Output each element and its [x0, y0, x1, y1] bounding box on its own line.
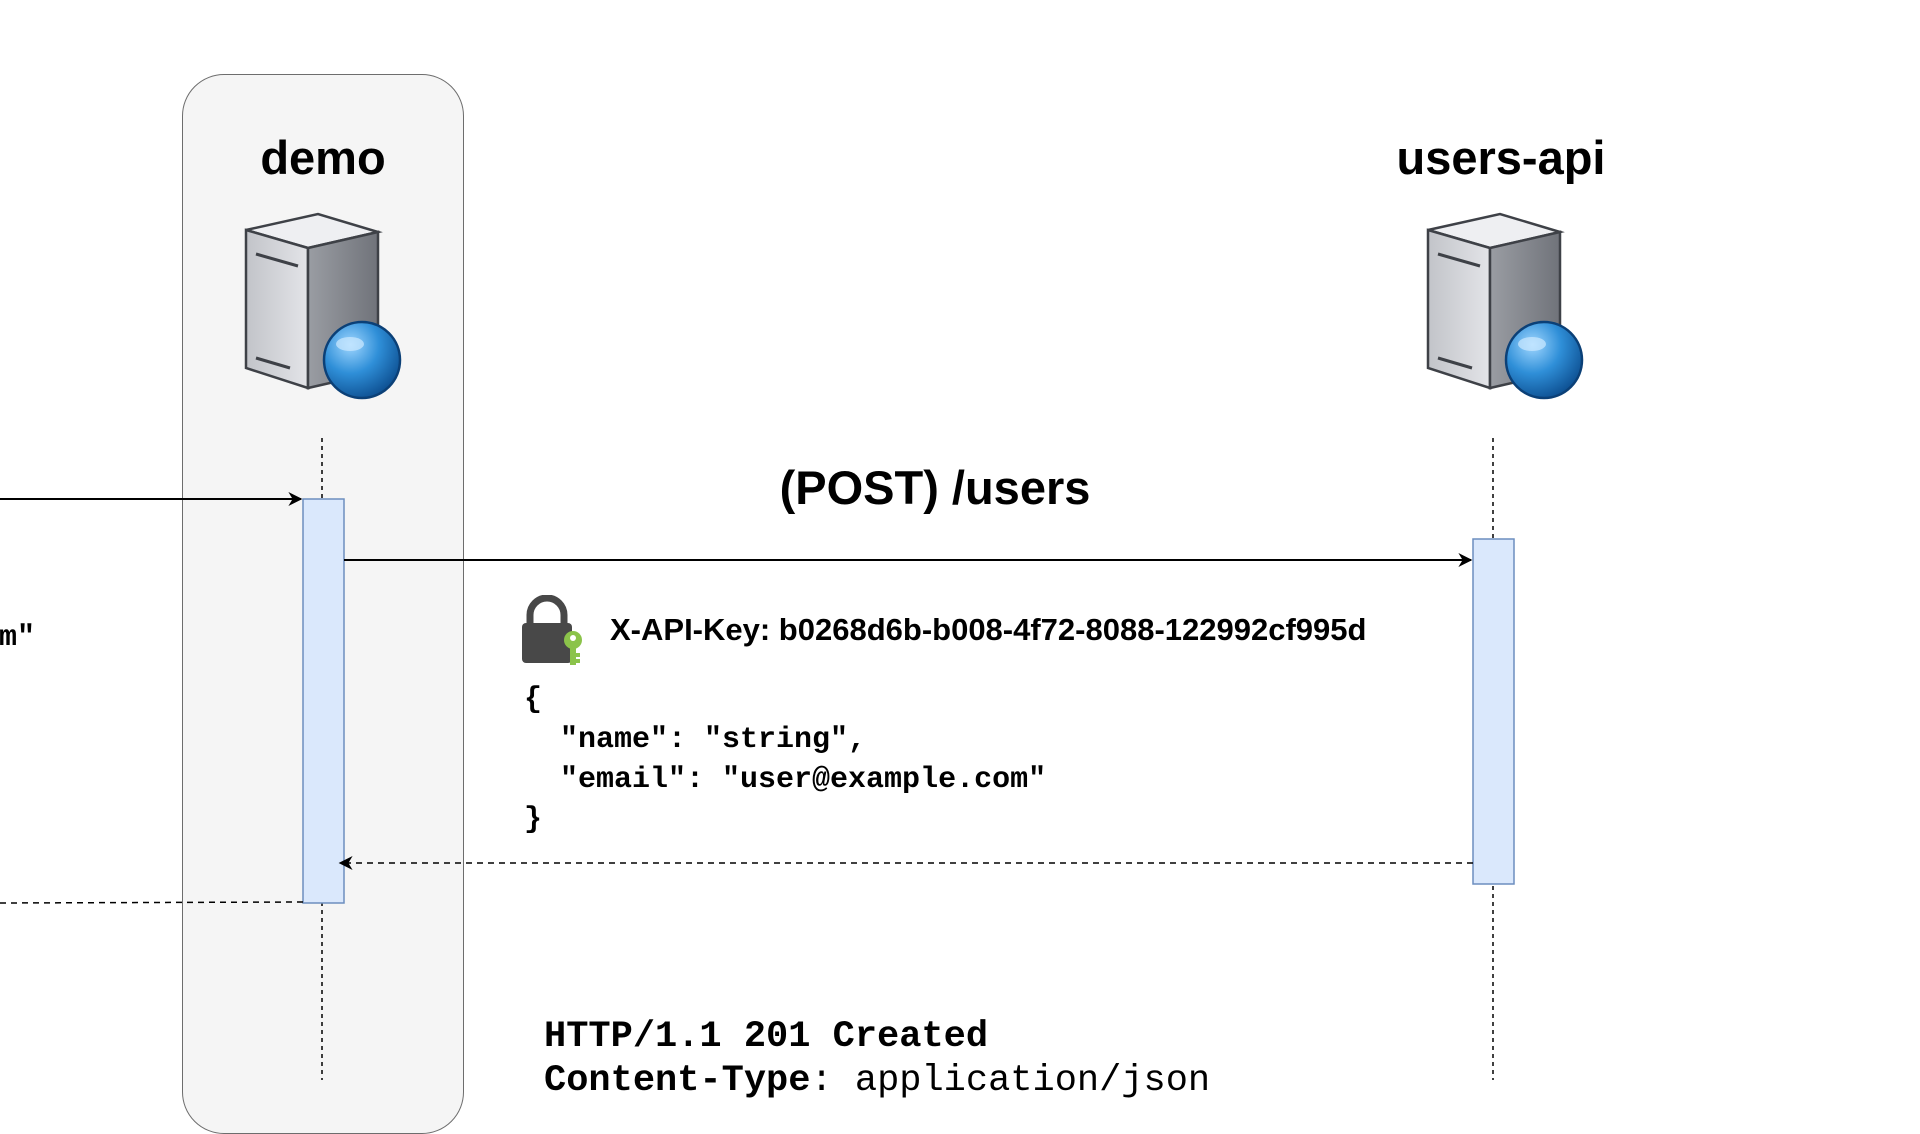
response-block: HTTP/1.1 201 Created Content-Type: appli…	[544, 1015, 1210, 1103]
request-body-line: "email": "user@example.com"	[524, 763, 1047, 797]
outgoing-response-line	[0, 901, 304, 904]
participant-demo-label: demo	[260, 131, 386, 184]
post-users-label: (POST) /users	[779, 461, 1091, 514]
clipped-left-text: m"	[0, 621, 36, 655]
request-body-line: }	[524, 803, 543, 837]
api-key-header: X-API-Key: b0268d6b-b008-4f72-8088-12299…	[610, 612, 1367, 647]
users-api-activation-bar	[1472, 538, 1515, 885]
server-globe-icon	[244, 212, 402, 400]
diagram-lines	[0, 438, 1515, 1080]
sequence-diagram: demo users-api	[0, 74, 1606, 1134]
response-header-value: : application/json	[810, 1060, 1211, 1102]
request-body-line: {	[524, 683, 543, 717]
request-body: { "name": "string", "email": "user@examp…	[524, 680, 1046, 840]
participant-users-api-label: users-api	[1396, 131, 1606, 184]
response-header-key: Content-Type	[544, 1060, 811, 1102]
demo-activation-bar	[302, 498, 345, 904]
response-status-line: HTTP/1.1 201 Created	[544, 1016, 989, 1058]
lock-key-icon	[522, 595, 582, 665]
request-body-line: "name": "string",	[524, 723, 867, 757]
server-globe-icon	[1426, 212, 1584, 400]
